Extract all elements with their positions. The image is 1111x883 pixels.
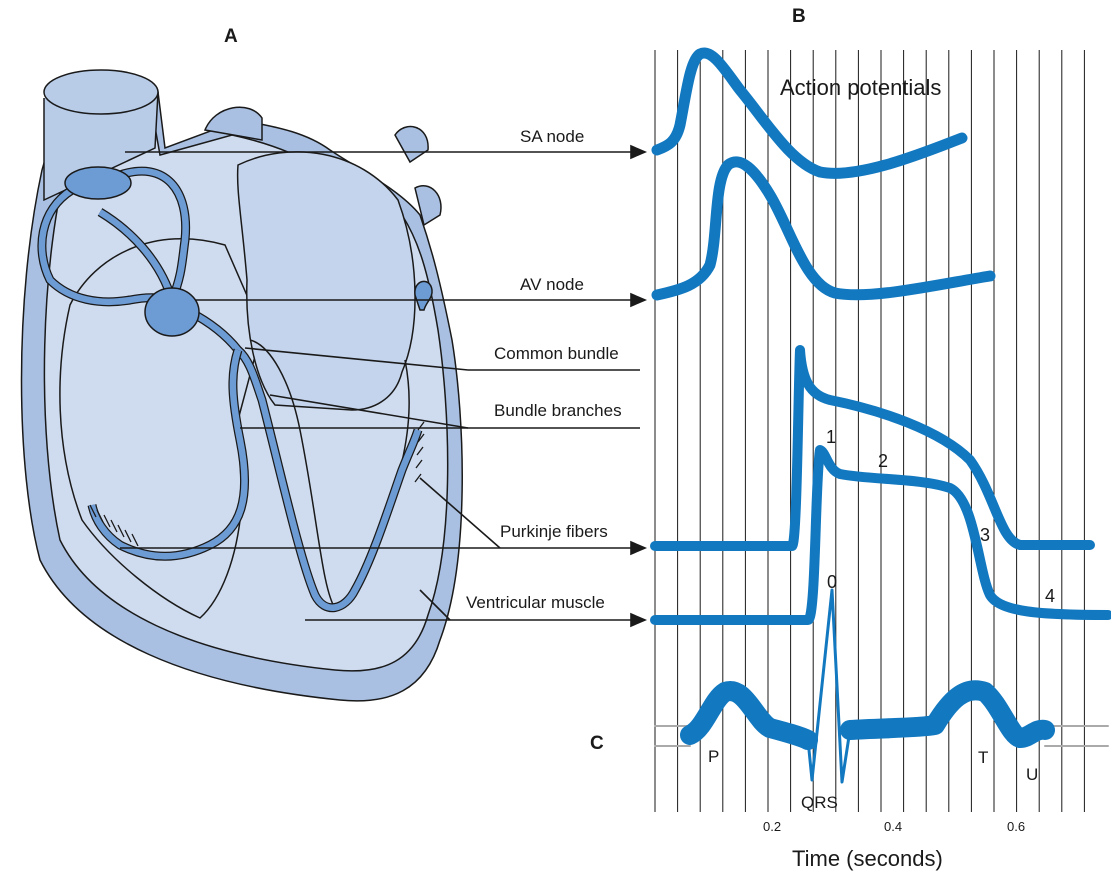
time-tick-0: 0.2 — [763, 819, 781, 834]
left-ventricle — [238, 152, 415, 410]
vessel-stump-2 — [395, 127, 428, 162]
label-bundle-branches: Bundle branches — [494, 401, 622, 420]
action-potentials-title: Action potentials — [780, 75, 941, 100]
ecg-wave-t: T — [978, 748, 988, 767]
time-axis-label: Time (seconds) — [792, 846, 943, 871]
phase-4: 4 — [1045, 586, 1055, 606]
label-purkinje-fibers: Purkinje fibers — [500, 522, 608, 541]
phase-2: 2 — [878, 451, 888, 471]
ecg-wave-qrs: QRS — [801, 793, 838, 812]
ecg-wave-u: U — [1026, 765, 1038, 784]
trace-common-bundle — [655, 350, 1090, 546]
ecg-wave-p: P — [708, 747, 719, 766]
aorta-opening — [44, 70, 158, 114]
time-tick-1: 0.4 — [884, 819, 902, 834]
ecg-main-band — [690, 690, 1045, 740]
label-av-node: AV node — [520, 275, 584, 294]
phase-3: 3 — [980, 525, 990, 545]
panel-label-c: C — [590, 733, 604, 754]
heart-illustration — [22, 70, 463, 701]
label-ventricular-muscle: Ventricular muscle — [466, 593, 605, 612]
panel-label-a: A — [224, 26, 238, 47]
label-common-bundle: Common bundle — [494, 344, 619, 363]
panel-label-b: B — [792, 6, 806, 27]
av-node-structure — [145, 288, 199, 336]
label-sa-node: SA node — [520, 127, 584, 146]
time-tick-2: 0.6 — [1007, 819, 1025, 834]
phase-1: 1 — [826, 427, 836, 447]
sa-node-structure — [65, 167, 131, 199]
trace-sa-node — [657, 53, 962, 173]
trace-av-node — [657, 162, 990, 295]
